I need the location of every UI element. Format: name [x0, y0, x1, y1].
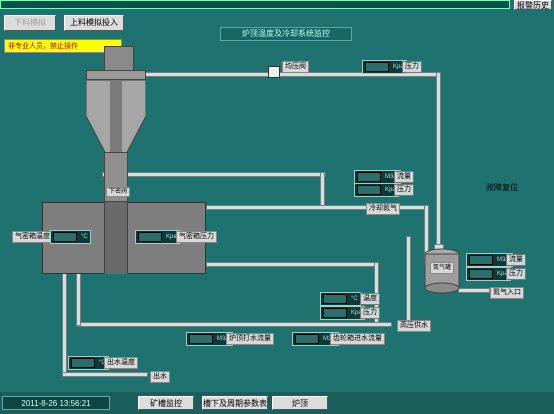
top-pressure-unit: Kpa — [393, 64, 404, 70]
feed-sim-start-button[interactable]: 上料模拟投入 — [64, 15, 124, 31]
water-outlet-label: 出水 — [150, 371, 170, 383]
mid-temp-label: 温度 — [360, 293, 380, 305]
gearbox-shaft — [104, 202, 128, 274]
top-water-flow-value — [189, 334, 213, 344]
footer-datetime: 2011-8-26 13:56:21 — [2, 396, 110, 410]
cooling-pressure-value — [357, 185, 381, 195]
mid-pressure-unit: Kpa — [351, 310, 362, 316]
tank-pressure-label: 压力 — [506, 268, 526, 280]
gearbox-pressure-unit: Kpa — [166, 234, 177, 240]
nitrogen-inlet-label: 氮气入口 — [490, 287, 524, 299]
hopper-top — [86, 70, 146, 80]
nav-button-under-trough[interactable]: 槽下及周期参数表 — [202, 396, 268, 410]
page-title: 炉顶温度及冷却系统监控 — [220, 27, 352, 41]
mid-pressure-readout: Kpa — [320, 306, 365, 320]
tank-flow-readout: M3/h — [466, 253, 514, 267]
outlet-temp-label: 出水温度 — [104, 357, 138, 369]
high-pressure-water-label: 高压供水 — [397, 320, 431, 332]
top-water-flow-label: 炉顶打水流量 — [226, 333, 274, 345]
gear-water-flow-unit: M3/h — [321, 334, 338, 344]
pipe-under-hopper-down — [320, 172, 325, 206]
fault-reset-button[interactable]: 故障复位 — [484, 182, 520, 194]
gearbox-pressure-label: 气密箱压力 — [176, 231, 217, 243]
pipe-right-down — [436, 72, 441, 250]
pipe-under-hopper — [102, 172, 326, 177]
mid-temp-value — [323, 294, 347, 304]
cooling-pressure-readout: Kpa — [354, 183, 399, 197]
gearbox-temp-label: 气密箱温度 — [12, 231, 53, 243]
status-strip — [0, 0, 510, 9]
pipe-outlet — [62, 372, 148, 377]
outlet-temp-readout: °C — [68, 356, 109, 370]
cooling-pressure-label: 压力 — [394, 184, 414, 196]
cooling-flow-value — [357, 172, 381, 182]
top-pressure-readout: Kpa — [362, 60, 407, 74]
nitrogen-tank-label: 氮气罐 — [430, 262, 455, 274]
nav-button-ore-trough[interactable]: 矿槽监控 — [138, 396, 194, 410]
pipe-nitrogen-inlet — [458, 288, 490, 293]
tank-flow-label: 流量 — [506, 254, 526, 266]
top-water-flow-unit: M3/h — [217, 336, 231, 342]
top-water-flow-readout: M3/h — [186, 332, 234, 346]
cooling-nitrogen-label: 冷却氮气 — [366, 203, 400, 215]
hopper-cone — [86, 80, 146, 154]
gear-water-flow-label: 齿轮箱进水流量 — [330, 333, 385, 345]
outlet-temp-value — [71, 358, 95, 368]
cooling-flow-unit: M3/h — [385, 174, 399, 180]
mid-temp-readout: °C — [320, 292, 361, 306]
gear-water-flow-readout: M3/h — [292, 332, 340, 346]
feed-sim-button-disabled[interactable]: 下料模拟 — [4, 15, 56, 31]
gear-water-flow-value — [295, 334, 319, 344]
hopper-chimney — [104, 46, 134, 72]
tank-flow-value — [469, 255, 493, 265]
tank-pressure-readout: Kpa — [466, 267, 511, 281]
gearbox-temp-unit: °C — [81, 234, 88, 240]
valve-icon[interactable] — [268, 66, 280, 78]
cooling-flow-label: 流量 — [394, 171, 414, 183]
gearbox-pressure-readout: Kpa — [135, 230, 180, 244]
pipe-lower-mid — [206, 262, 378, 267]
alarm-history-button[interactable]: 报警历史 — [514, 0, 552, 10]
lower-seal-valve-label: 下密阀 — [106, 187, 131, 197]
cooling-pressure-unit: Kpa — [385, 187, 396, 193]
mid-pressure-value — [323, 308, 347, 318]
top-pressure-label: 压力 — [402, 61, 422, 73]
gearbox-pressure-value — [138, 232, 162, 242]
tank-pressure-value — [469, 269, 493, 279]
pipe-left-down-1 — [76, 272, 81, 326]
tank-pressure-unit: Kpa — [497, 271, 508, 277]
tank-flow-unit: M3/h — [497, 257, 511, 263]
mid-temp-unit: °C — [351, 296, 358, 302]
nav-button-furnace-top[interactable]: 炉顶 — [272, 396, 328, 410]
pipe-high-pressure — [76, 322, 392, 327]
pipe-left-down-2 — [62, 272, 67, 376]
mid-pressure-label: 压力 — [360, 307, 380, 319]
valve-label: 均压阀 — [282, 61, 309, 73]
gearbox-temp-readout: °C — [50, 230, 91, 244]
gearbox-temp-value — [53, 232, 77, 242]
top-pressure-value — [365, 62, 389, 72]
pipe-return-left — [406, 236, 411, 326]
outlet-temp-unit: °C — [99, 360, 106, 366]
